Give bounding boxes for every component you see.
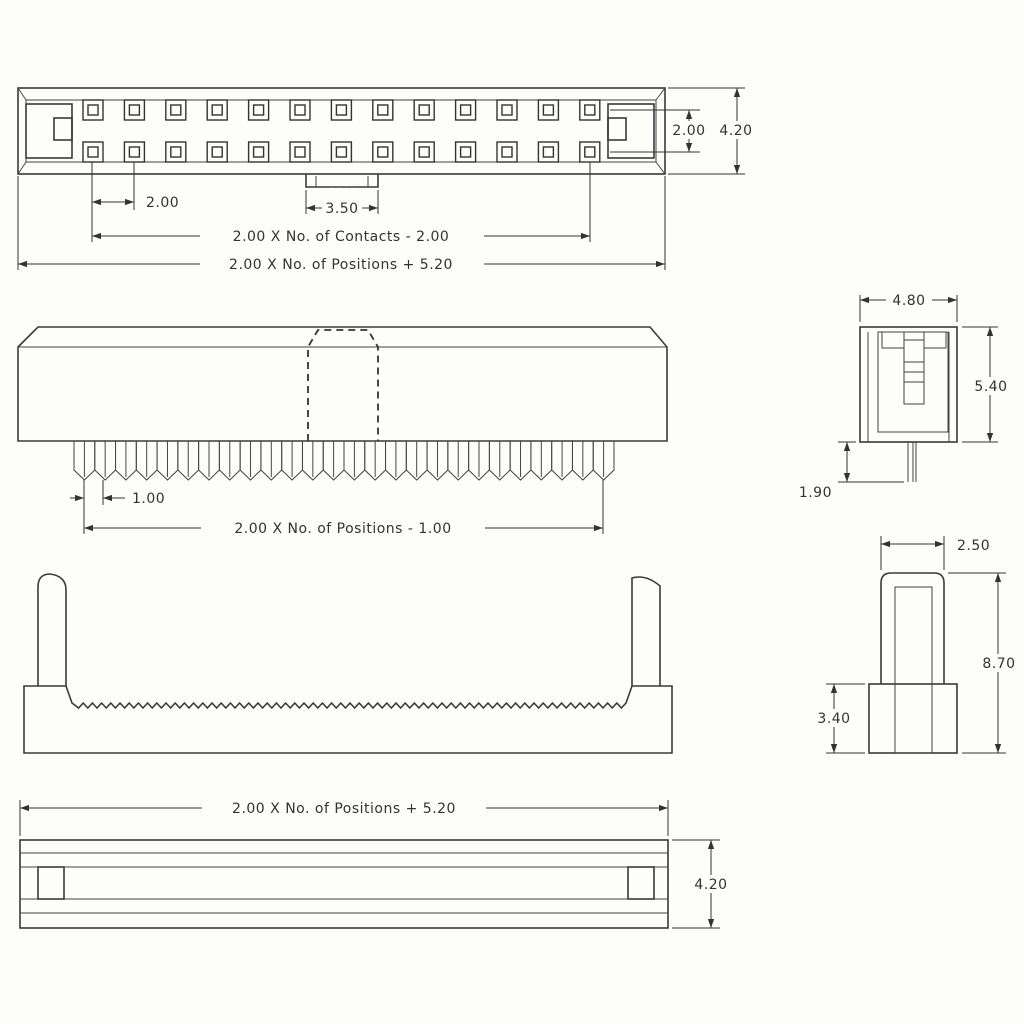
pin-hole <box>584 104 596 116</box>
pin-hole <box>294 146 306 158</box>
top-view-dimensions: 2.00 3.50 2.00 X No. of Contacts - 2.00 … <box>17 87 758 274</box>
pin-hole <box>252 104 265 116</box>
pin-hole <box>459 104 472 116</box>
pin-hole <box>377 146 389 158</box>
dim-front-teeth-span: 2.00 X No. of Positions - 1.00 <box>234 521 451 537</box>
dim-bottom-depth: 4.20 <box>694 877 727 893</box>
dim-end-width: 2.50 <box>957 538 990 554</box>
pin-hole <box>170 146 182 158</box>
pin-hole <box>128 146 141 158</box>
idc-teeth <box>73 441 615 481</box>
pin-hole <box>418 146 430 158</box>
side-view <box>859 326 958 482</box>
pin-hole <box>501 146 513 158</box>
side-view-dimensions: 4.80 5.40 1.90 <box>799 291 1012 501</box>
pin-hole <box>542 146 555 158</box>
pin-hole <box>211 104 223 116</box>
pin-hole <box>87 104 99 116</box>
dim-bottom-overall-length: 2.00 X No. of Positions + 5.20 <box>232 801 456 817</box>
dim-top-row-pitch: 2.00 <box>672 123 705 139</box>
pin-pads <box>82 99 601 163</box>
dim-top-key-width: 3.50 <box>325 201 358 217</box>
bottom-view-dimensions: 2.00 X No. of Positions + 5.20 4.20 <box>19 798 734 929</box>
dim-top-overall-length: 2.00 X No. of Positions + 5.20 <box>229 257 453 273</box>
pin-hole <box>459 146 472 158</box>
pin-hole <box>128 104 141 116</box>
dim-side-height: 5.40 <box>974 379 1007 395</box>
pin-hole <box>584 146 596 158</box>
pin-hole <box>170 104 182 116</box>
pin-hole <box>418 104 430 116</box>
dim-side-width: 4.80 <box>892 293 925 309</box>
pin-hole <box>87 146 99 158</box>
rear-view <box>23 573 673 754</box>
pin-hole <box>252 146 265 158</box>
front-view <box>17 326 668 481</box>
pin-hole <box>211 146 223 158</box>
front-view-dimensions: 1.00 2.00 X No. of Positions - 1.00 <box>70 480 604 538</box>
idc-tooth <box>592 441 615 481</box>
dim-end-body-height: 3.40 <box>817 711 850 727</box>
dim-top-contacts-span: 2.00 X No. of Contacts - 2.00 <box>233 229 450 245</box>
dim-top-pin-pitch: 2.00 <box>146 195 179 211</box>
top-view <box>17 87 666 188</box>
dim-side-pin-length: 1.90 <box>799 485 832 501</box>
dim-end-total-height: 8.70 <box>982 656 1015 672</box>
dim-front-tooth-pitch: 1.00 <box>132 491 165 507</box>
end-view <box>868 572 958 754</box>
pin-hole <box>294 104 306 116</box>
end-view-dimensions: 2.50 8.70 3.40 <box>812 536 1022 754</box>
dim-top-depth: 4.20 <box>719 123 752 139</box>
pin-hole <box>377 104 389 116</box>
pin-hole <box>501 104 513 116</box>
pin-hole <box>335 146 348 158</box>
pin-hole <box>335 104 348 116</box>
pin-hole <box>542 104 555 116</box>
bottom-view <box>19 839 669 929</box>
